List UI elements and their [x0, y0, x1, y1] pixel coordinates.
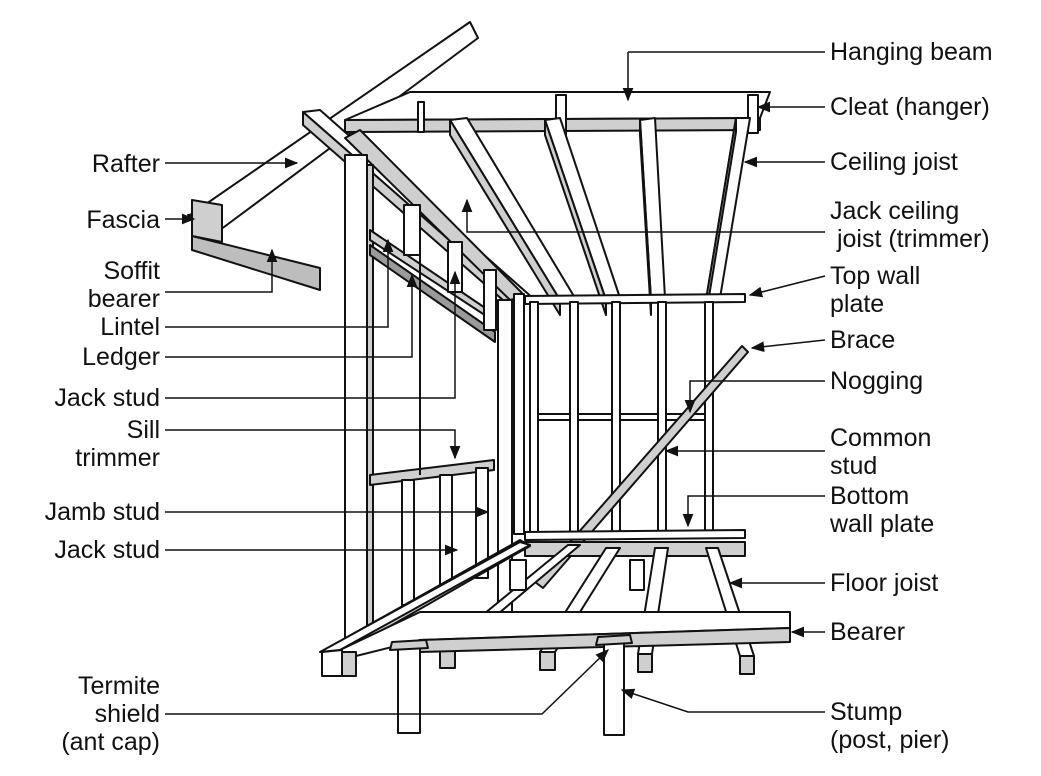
- label-lintel: Lintel: [100, 313, 160, 341]
- leader-lintel: [165, 238, 394, 328]
- leader-brace: [750, 339, 826, 353]
- label-jack-stud-upper: Jack stud: [54, 384, 160, 412]
- stumps: [389, 559, 645, 736]
- leader-jack-stud-upper: [165, 270, 461, 399]
- label-fascia: Fascia: [86, 206, 160, 234]
- floor-joists: [319, 541, 755, 675]
- label-rafter: Rafter: [91, 150, 160, 178]
- label-sill-trimmer: Sill trimmer: [75, 416, 160, 472]
- label-cleat: Cleat (hanger): [830, 93, 990, 121]
- cleats: [417, 94, 759, 136]
- label-jack-stud-lower: Jack stud: [54, 536, 160, 564]
- frame-structure: [187, 21, 791, 736]
- label-soffit-bearer: Soffit bearer: [87, 257, 160, 313]
- label-floor-joist: Floor joist: [830, 569, 939, 597]
- fascia-board: [191, 199, 321, 291]
- label-stump: Stump (post, pier): [830, 698, 950, 754]
- label-top-wall-plate: Top wall plate: [830, 262, 921, 318]
- label-bottom-wall-plate: Bottom wall plate: [830, 482, 935, 538]
- label-termite-shield: Termite shield (ant cap): [61, 672, 160, 756]
- side-wall-frame: [344, 129, 526, 641]
- leader-ledger: [165, 273, 418, 358]
- label-jack-ceiling-joist: Jack ceiling joist (trimmer): [830, 197, 990, 253]
- leader-bottom-wall-plate: [682, 495, 825, 528]
- leader-soffit-bearer: [165, 248, 278, 293]
- leader-nogging: [684, 380, 825, 414]
- label-bearer: Bearer: [830, 618, 906, 646]
- label-common-stud: Common stud: [830, 424, 932, 480]
- leader-stump: [620, 688, 825, 713]
- label-ceiling-joist: Ceiling joist: [830, 148, 958, 176]
- leader-sill-trimmer: [165, 429, 461, 460]
- leader-jack-ceiling-joist: [461, 198, 825, 233]
- label-ledger: Ledger: [82, 343, 160, 371]
- label-jamb-stud: Jamb stud: [44, 498, 160, 526]
- label-hanging-beam: Hanging beam: [830, 38, 993, 66]
- leader-termite-shield: [165, 649, 609, 715]
- label-nogging: Nogging: [830, 367, 924, 395]
- leader-lines: [165, 51, 826, 715]
- label-brace: Brace: [830, 326, 896, 354]
- leader-top-wall-plate: [748, 275, 826, 298]
